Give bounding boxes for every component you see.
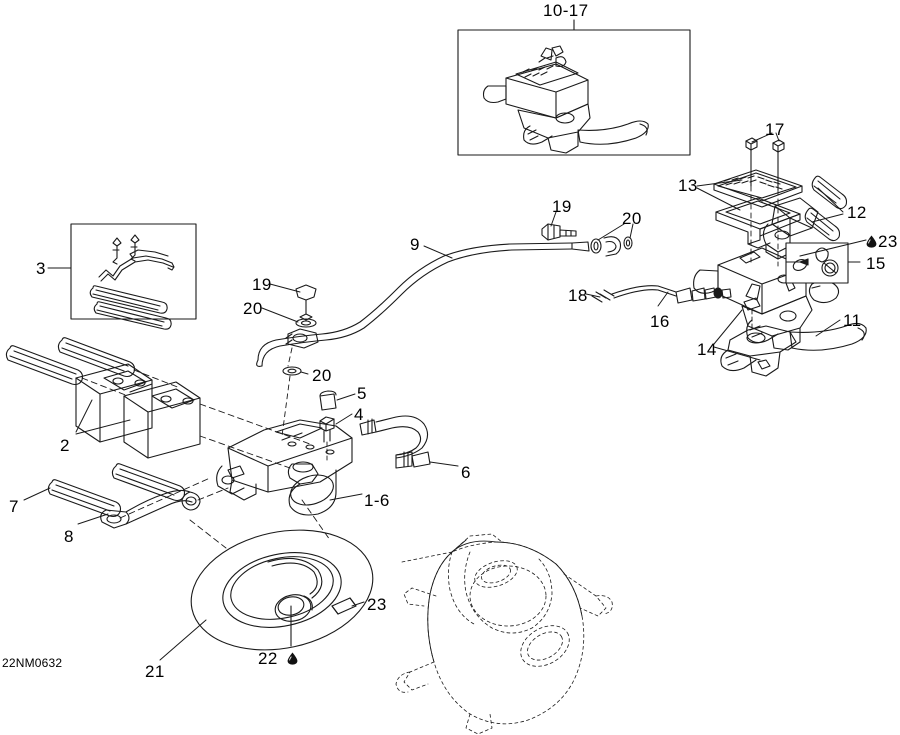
callout-23-upper: 23	[866, 233, 898, 251]
callout-11: 11	[843, 311, 862, 330]
callout-10-17: 10-17	[543, 1, 589, 20]
callout-7: 7	[9, 497, 19, 516]
callout-15: 15	[866, 254, 886, 273]
callout-14: 14	[697, 340, 717, 359]
grease-droplet-icon	[287, 651, 298, 668]
master-cylinder-illustration	[482, 45, 649, 154]
callout-12: 12	[847, 203, 867, 222]
gearbox-outline-solid	[427, 539, 583, 663]
callout-13: 13	[678, 176, 698, 195]
callout-22-label: 22	[258, 649, 278, 668]
callout-19-lower: 19	[252, 275, 272, 294]
cap-screws	[745, 137, 785, 191]
callout-22: 22	[258, 650, 299, 668]
brake-hose-main	[256, 223, 633, 367]
callout-5: 5	[357, 384, 367, 403]
callout-6: 6	[461, 463, 471, 482]
callout-8: 8	[64, 527, 74, 546]
seal-kit-pointer	[785, 258, 809, 266]
grease-droplet-icon	[866, 234, 877, 251]
callout-20-below-fitting: 20	[312, 366, 332, 385]
callout-20-upper: 20	[622, 209, 642, 228]
brake-pads	[5, 337, 311, 469]
callout-4: 4	[354, 405, 364, 424]
seal-kit-box	[785, 242, 849, 284]
callout-1-6: 1-6	[364, 491, 390, 510]
brake-light-switch	[591, 285, 732, 304]
brake-caliper	[216, 419, 353, 516]
callout-21: 21	[145, 662, 165, 681]
reservoir-cap	[713, 169, 803, 208]
callout-18: 18	[568, 286, 588, 305]
callout-leaders	[23, 19, 861, 661]
callout-3: 3	[36, 259, 46, 278]
callout-2: 2	[60, 436, 70, 455]
callout-9: 9	[410, 235, 420, 254]
caliper-short-hose	[359, 415, 431, 469]
callout-23-disc-pin: 23	[367, 595, 387, 614]
caliper-support-bracket	[47, 463, 229, 529]
callout-19-upper: 19	[552, 197, 572, 216]
callout-23-upper-label: 23	[878, 232, 898, 251]
callout-17: 17	[765, 120, 785, 139]
brake-lever-assembly	[720, 283, 867, 377]
pad-hardware-box	[70, 223, 197, 330]
callout-20-above-fitting: 20	[243, 299, 263, 318]
grease-leader-upper	[799, 239, 867, 257]
callout-16: 16	[650, 312, 670, 331]
caliper-banjo-fitting	[281, 284, 319, 437]
mounting-bolts	[804, 175, 848, 242]
master-cylinder-box	[457, 19, 691, 156]
part-code: 22NM0632	[2, 656, 63, 670]
brake-disc	[189, 499, 374, 651]
